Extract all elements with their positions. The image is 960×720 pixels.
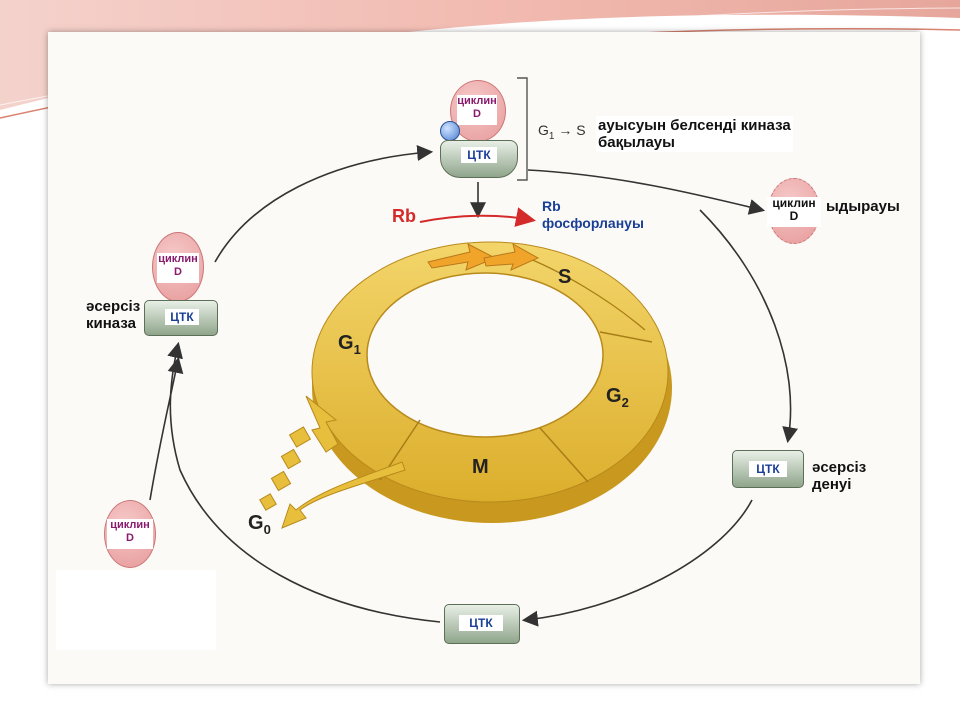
cdk-left-label: ЦТК [165,309,199,325]
cyclin-bottom-sub: D [126,532,134,544]
degradation-label: ыдырауы [826,198,900,215]
inactive-body-label: әсерсіз денуі [812,459,867,493]
transition-label: G1 → S [538,122,586,142]
cdk-left: ЦТК [144,300,218,336]
cyclin-left-label: циклин [158,253,198,265]
cyclin-bottom-label: циклин [110,519,150,531]
arrow-to-inactive-body [699,209,799,444]
phase-g2-label: G2 [606,385,629,410]
cyclin-d-degrading: циклин D [767,178,821,244]
ring-top-arrow-2 [483,242,540,271]
cdk-bottom: ЦТК [444,604,520,644]
g0-fragment-3 [270,470,292,492]
cyclin-degrading-sub: D [789,209,799,223]
cdk-bottom-label: ЦТК [459,615,503,631]
arrow-rb-phosphorylation [419,207,536,227]
inactive-kinase-label: әсерсіз киназа [86,298,141,332]
g0-exit-arrow [281,461,406,529]
g0-fragment-1 [288,426,312,448]
top-note: ауысуын белсенді киназа бақылауы [596,116,793,152]
g0-fragment-2 [280,448,302,470]
cell-cycle-ring [311,241,672,523]
cdk-top-label: ЦТК [461,147,497,163]
white-patch [56,570,216,650]
phase-g0-label: G0 [248,512,271,537]
cyclin-d-bottom-left: циклин D [104,500,156,568]
g0-fragment-4 [259,493,277,511]
rb-label: Rb [392,206,416,226]
phase-s-label: S [558,266,572,288]
rb-phosphorylation-label: Rb фосфорлануы [542,198,644,231]
g0-reentry-arrow [305,395,339,453]
cyclin-top-sub: D [473,108,481,120]
phosphate-dot-icon [440,121,460,141]
header-ribbon [0,0,960,110]
divider-g2-m [539,427,589,483]
phase-g1-label: G1 [338,332,361,357]
cyclin-top-label: циклин [457,95,497,107]
cdk-top: ЦТК [440,140,518,178]
cyclin-d-left: циклин D [152,232,204,302]
arrow-cyclin-to-kinase [149,356,184,501]
phase-m-label: M [472,456,489,478]
cdk-right-label: ЦТК [749,461,787,477]
top-bracket [517,77,528,181]
cdk-right: ЦТК [732,450,804,488]
cyclin-degrading-label: циклин [772,196,816,210]
divider-s-g2 [599,331,653,343]
arrow-inactive-to-bottom [521,499,753,627]
arrow-active-to-top [214,145,434,263]
arrow-top-to-degradation [527,169,766,215]
ring-top-arrow [427,243,497,271]
cyclin-left-sub: D [174,266,182,278]
